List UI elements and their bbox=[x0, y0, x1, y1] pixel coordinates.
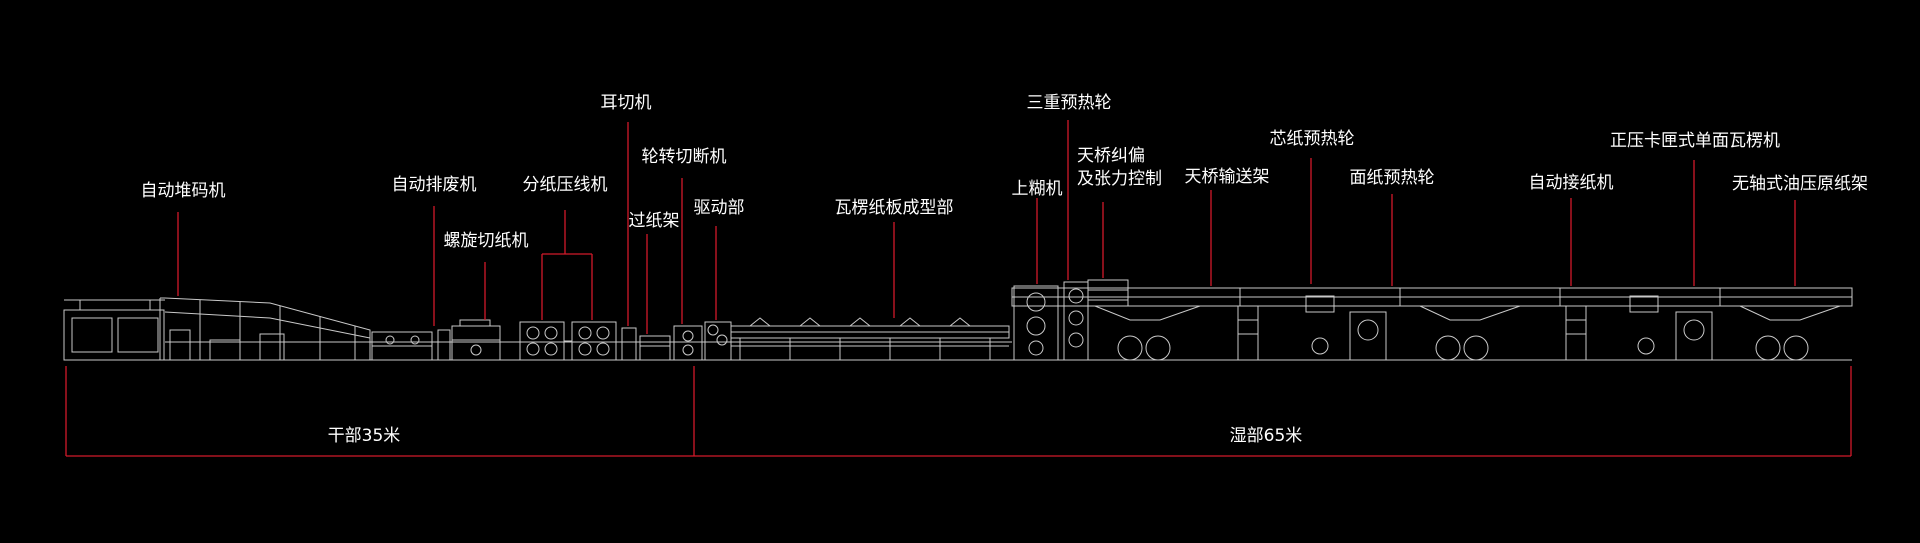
label-drive-section: 驱动部 bbox=[693, 198, 745, 218]
label-triple-preheater: 三重预热轮 bbox=[1026, 93, 1112, 113]
machine-outline bbox=[63, 279, 1853, 361]
label-bridge-guide: 天桥纠偏 及张力控制 bbox=[1077, 145, 1162, 191]
forming-drawing bbox=[704, 317, 1010, 361]
label-paper-bridge: 过纸架 bbox=[628, 211, 680, 231]
bridge-drawing bbox=[1011, 287, 1853, 307]
glue-preheater-drawing bbox=[1013, 279, 1129, 361]
waste-remover-drawing bbox=[371, 319, 501, 361]
label-bridge-guide-line2: 及张力控制 bbox=[1077, 168, 1162, 189]
cutoff-drawing bbox=[621, 325, 703, 361]
slitter-drawing bbox=[519, 321, 617, 361]
label-ear-cutter: 耳切机 bbox=[600, 93, 652, 113]
label-core-preheater: 芯纸预热轮 bbox=[1269, 129, 1355, 149]
label-auto-waste-remover: 自动排废机 bbox=[391, 175, 477, 195]
stacker-drawing bbox=[63, 297, 371, 361]
label-mill-roll-stand: 无轴式油压原纸架 bbox=[1732, 174, 1868, 194]
section-dry: 干部35米 bbox=[327, 426, 401, 446]
label-bridge-conveyor: 天桥输送架 bbox=[1184, 167, 1270, 187]
label-board-forming: 瓦楞纸板成型部 bbox=[834, 198, 954, 218]
single-facer-units bbox=[1094, 295, 1841, 361]
label-auto-stacker: 自动堆码机 bbox=[140, 181, 226, 201]
dimension-lines bbox=[65, 366, 1852, 457]
leader-lines bbox=[177, 120, 1796, 334]
section-wet: 湿部65米 bbox=[1229, 426, 1303, 446]
label-liner-preheater: 面纸预热轮 bbox=[1349, 168, 1435, 188]
label-glue-machine: 上糊机 bbox=[1011, 179, 1063, 199]
label-slitter-scorer: 分纸压线机 bbox=[522, 175, 608, 195]
label-bridge-guide-line1: 天桥纠偏 bbox=[1077, 146, 1145, 166]
label-rotary-cutoff: 轮转切断机 bbox=[641, 147, 727, 167]
label-spiral-cutter: 螺旋切纸机 bbox=[443, 231, 529, 251]
label-single-facer: 正压卡匣式单面瓦楞机 bbox=[1610, 131, 1780, 151]
label-auto-splicer: 自动接纸机 bbox=[1528, 173, 1614, 193]
